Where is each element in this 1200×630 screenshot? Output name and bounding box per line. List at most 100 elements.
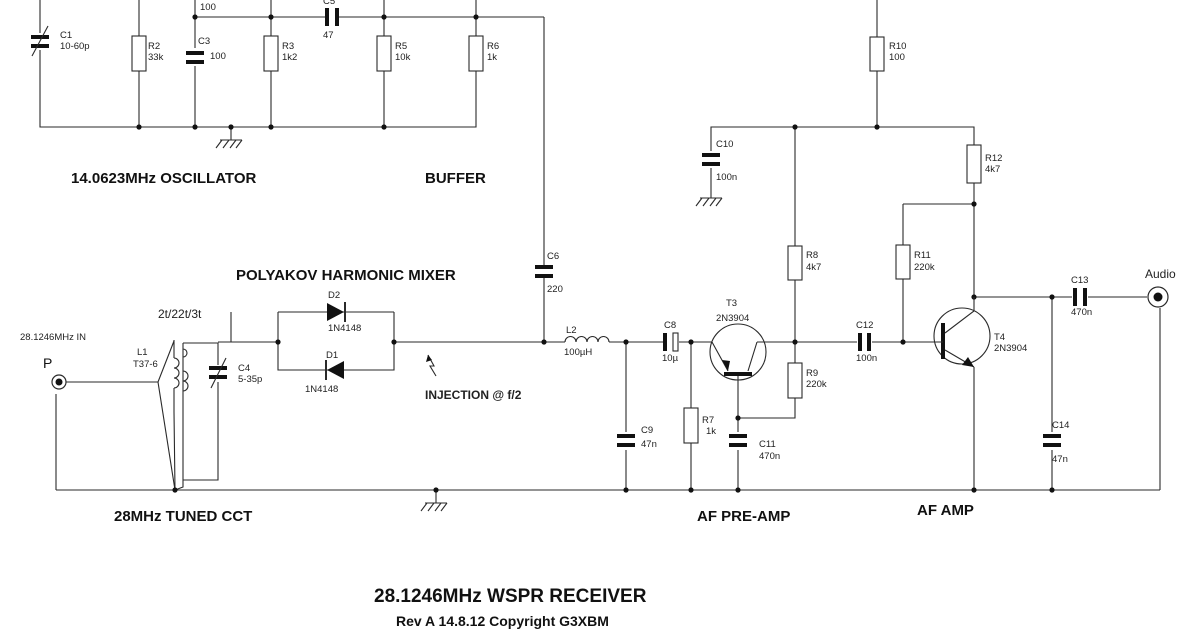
injection-arrow-icon — [426, 354, 437, 377]
l2-value: 100µH — [564, 347, 592, 358]
capacitor-c13: C13 470n — [1071, 275, 1092, 318]
ground-symbol-c10 — [695, 197, 723, 207]
c8-ref: C8 — [664, 320, 676, 331]
section-af-preamp: AF PRE-AMP — [697, 508, 790, 525]
c14-value: 47n — [1052, 454, 1068, 465]
r11-ref: R11 — [914, 250, 931, 261]
top-fragment-value: 100 — [200, 2, 216, 13]
ground-symbol-main — [420, 502, 448, 512]
c9-ref: C9 — [641, 425, 653, 436]
c6-ref: C6 — [547, 251, 559, 262]
c1-value: 10-60p — [60, 41, 90, 52]
capacitor-c5: C5 47 — [323, 0, 339, 41]
c10-value: 100n — [716, 172, 737, 183]
c14-ref: C14 — [1052, 420, 1069, 431]
capacitor-c11: C11 470n — [729, 434, 780, 462]
injection-label: INJECTION @ f/2 — [425, 388, 522, 402]
resistor-r11: R11 220k — [895, 244, 935, 280]
audio-output-connector: Audio — [1145, 267, 1176, 308]
d1-ref: D1 — [326, 350, 338, 361]
l1-value: T37-6 — [133, 359, 158, 370]
c3-value: 100 — [210, 51, 226, 62]
transistor-t3: T3 2N3904 — [709, 298, 767, 381]
capacitor-c6: C6 220 — [535, 251, 563, 295]
capacitor-c10: C10 100n — [702, 139, 737, 183]
r12-value: 4k7 — [985, 164, 1000, 175]
d1-value: 1N4148 — [305, 384, 338, 395]
r5-ref: R5 — [395, 41, 407, 52]
wires — [39, 0, 1161, 503]
r10-ref: R10 — [889, 41, 906, 52]
input-port-label: P — [43, 355, 52, 371]
section-mixer: POLYAKOV HARMONIC MIXER — [236, 267, 456, 284]
input-frequency-label: 28.1246MHz IN — [20, 332, 86, 343]
resistor-r7: R7 1k — [683, 407, 716, 444]
capacitor-c9: C9 47n — [617, 425, 657, 450]
c13-ref: C13 — [1071, 275, 1088, 286]
audio-output-label: Audio — [1145, 267, 1176, 281]
ground-symbol-osc — [215, 139, 243, 149]
r9-value: 220k — [806, 379, 827, 390]
c8-value: 10µ — [662, 353, 679, 364]
capacitor-c3: C3 100 — [186, 36, 226, 64]
capacitor-c4: C4 5-35p — [209, 357, 262, 389]
l1-ref: L1 — [137, 347, 148, 358]
resistor-r10: R10 100 — [869, 36, 906, 72]
t3-value: 2N3904 — [716, 313, 749, 324]
l2-ref: L2 — [566, 325, 577, 336]
resistor-r12: R12 4k7 — [966, 144, 1002, 184]
resistor-r3: R3 1k2 — [263, 35, 297, 72]
c6-value: 220 — [547, 284, 563, 295]
c11-value: 470n — [759, 451, 780, 462]
d2-value: 1N4148 — [328, 323, 361, 334]
r6-ref: R6 — [487, 41, 499, 52]
t4-value: 2N3904 — [994, 343, 1027, 354]
section-oscillator: 14.0623MHz OSCILLATOR — [71, 170, 256, 187]
r2-value: 33k — [148, 52, 164, 63]
c9-value: 47n — [641, 439, 657, 450]
r9-ref: R9 — [806, 368, 818, 379]
r10-value: 100 — [889, 52, 905, 63]
resistor-r6: R6 1k — [468, 35, 499, 72]
r11-value: 220k — [914, 262, 935, 273]
c1-ref: C1 — [60, 30, 72, 41]
r3-ref: R3 — [282, 41, 294, 52]
resistor-r9: R9 220k — [787, 362, 827, 399]
r8-ref: R8 — [806, 250, 818, 261]
c4-ref: C4 — [238, 363, 250, 374]
capacitor-c8: C8 10µ — [662, 320, 679, 364]
capacitor-c1: C1 10-60p — [31, 25, 90, 57]
r7-ref: R7 — [702, 415, 714, 426]
c4-value: 5-35p — [238, 374, 262, 385]
section-tuned-circuit: 28MHz TUNED CCT — [114, 508, 252, 525]
resistor-r2: R2 33k — [131, 35, 164, 72]
page-subtitle: Rev A 14.8.12 Copyright G3XBM — [396, 613, 609, 629]
t3-ref: T3 — [726, 298, 737, 309]
diode-d2: D2 1N4148 — [327, 290, 361, 334]
junction-dots — [136, 14, 1055, 493]
c3-ref: C3 — [198, 36, 210, 47]
inductor-l2: L2 100µH — [564, 325, 610, 358]
diode-d1: D1 1N4148 — [305, 350, 344, 395]
c10-ref: C10 — [716, 139, 733, 150]
page-title: 28.1246MHz WSPR RECEIVER — [374, 586, 647, 607]
c13-value: 470n — [1071, 307, 1092, 318]
section-af-amp: AF AMP — [917, 502, 974, 519]
c12-value: 100n — [856, 353, 877, 364]
r6-value: 1k — [487, 52, 497, 63]
r12-ref: R12 — [985, 153, 1002, 164]
r5-value: 10k — [395, 52, 411, 63]
c5-value: 47 — [323, 30, 334, 41]
resistor-r8: R8 4k7 — [787, 245, 821, 281]
resistor-r5: R5 10k — [376, 35, 411, 72]
transistor-t4: T4 2N3904 — [932, 297, 1027, 368]
inductor-l1: L1 T37-6 — [133, 347, 189, 392]
c11-ref: C11 — [759, 439, 776, 450]
r7-value: 1k — [706, 426, 716, 437]
capacitor-c12: C12 100n — [856, 320, 877, 364]
d2-ref: D2 — [328, 290, 340, 301]
t4-ref: T4 — [994, 332, 1005, 343]
section-buffer: BUFFER — [425, 170, 486, 187]
c5-ref: C5 — [323, 0, 335, 7]
